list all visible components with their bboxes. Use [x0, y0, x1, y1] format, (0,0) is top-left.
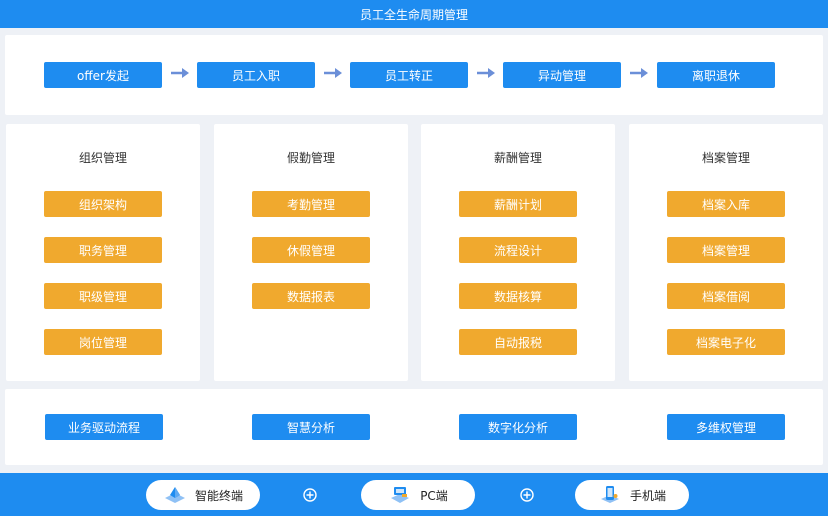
page-title: 员工全生命周期管理: [359, 7, 468, 22]
flow-step-regularization[interactable]: 员工转正: [350, 62, 468, 88]
mobile-icon: [600, 486, 619, 503]
module-item[interactable]: 薪酬计划: [459, 191, 577, 217]
flow-step-resignation[interactable]: 离职退休: [657, 62, 775, 88]
flow-step-offer[interactable]: offer发起: [44, 62, 162, 88]
module-item[interactable]: 职级管理: [44, 283, 162, 309]
lifecycle-flow-panel: offer发起 员工入职 员工转正 异动管理 离职退休: [5, 35, 823, 115]
module-item[interactable]: 组织架构: [44, 191, 162, 217]
feature-smart-analysis[interactable]: 智慧分析: [252, 414, 370, 440]
module-column-attendance: 假勤管理 考勤管理 休假管理 数据报表: [214, 124, 408, 381]
feature-permission-management[interactable]: 多维权管理: [667, 414, 785, 440]
feature-digital-analysis[interactable]: 数字化分析: [459, 414, 577, 440]
module-column-organization: 组织管理 组织架构 职务管理 职级管理 岗位管理: [6, 124, 200, 381]
module-item[interactable]: 考勤管理: [252, 191, 370, 217]
module-item[interactable]: 档案管理: [667, 237, 785, 263]
module-column-archives: 档案管理 档案入库 档案管理 档案借阅 档案电子化: [629, 124, 823, 381]
platform-label: 智能终端: [194, 488, 243, 503]
platform-pc[interactable]: PC端: [361, 480, 475, 510]
platform-terminal[interactable]: 智能终端: [146, 480, 260, 510]
module-item[interactable]: 档案借阅: [667, 283, 785, 309]
module-item[interactable]: 自动报税: [459, 329, 577, 355]
page-title-bar: 员工全生命周期管理: [0, 0, 828, 28]
terminal-icon: [164, 487, 185, 503]
column-title: 组织管理: [78, 151, 127, 165]
module-column-payroll: 薪酬管理 薪酬计划 流程设计 数据核算 自动报税: [421, 124, 615, 381]
column-title: 薪酬管理: [493, 151, 542, 165]
arrow-right-icon: [630, 68, 648, 78]
arrow-right-icon: [171, 68, 189, 78]
arrow-right-icon: [324, 68, 342, 78]
features-panel: 业务驱动流程 智慧分析 数字化分析 多维权管理: [5, 389, 823, 465]
module-item[interactable]: 档案入库: [667, 191, 785, 217]
column-title: 档案管理: [701, 151, 750, 165]
module-item[interactable]: 休假管理: [252, 237, 370, 263]
module-item[interactable]: 数据核算: [459, 283, 577, 309]
platform-mobile[interactable]: 手机端: [575, 480, 689, 510]
flow-step-transfer[interactable]: 异动管理: [503, 62, 621, 88]
column-title: 假勤管理: [286, 151, 335, 165]
platform-label: PC端: [420, 488, 448, 503]
flow-step-onboarding[interactable]: 员工入职: [197, 62, 315, 88]
platform-label: 手机端: [629, 488, 666, 503]
plus-icon: [303, 488, 317, 502]
feature-workflow[interactable]: 业务驱动流程: [45, 414, 163, 440]
pc-icon: [391, 487, 410, 503]
platform-bar: 智能终端 PC端 手机端: [0, 473, 828, 516]
module-item[interactable]: 流程设计: [459, 237, 577, 263]
module-item[interactable]: 职务管理: [44, 237, 162, 263]
plus-icon: [520, 488, 534, 502]
arrow-right-icon: [477, 68, 495, 78]
module-item[interactable]: 岗位管理: [44, 329, 162, 355]
module-item[interactable]: 数据报表: [252, 283, 370, 309]
module-item[interactable]: 档案电子化: [667, 329, 785, 355]
